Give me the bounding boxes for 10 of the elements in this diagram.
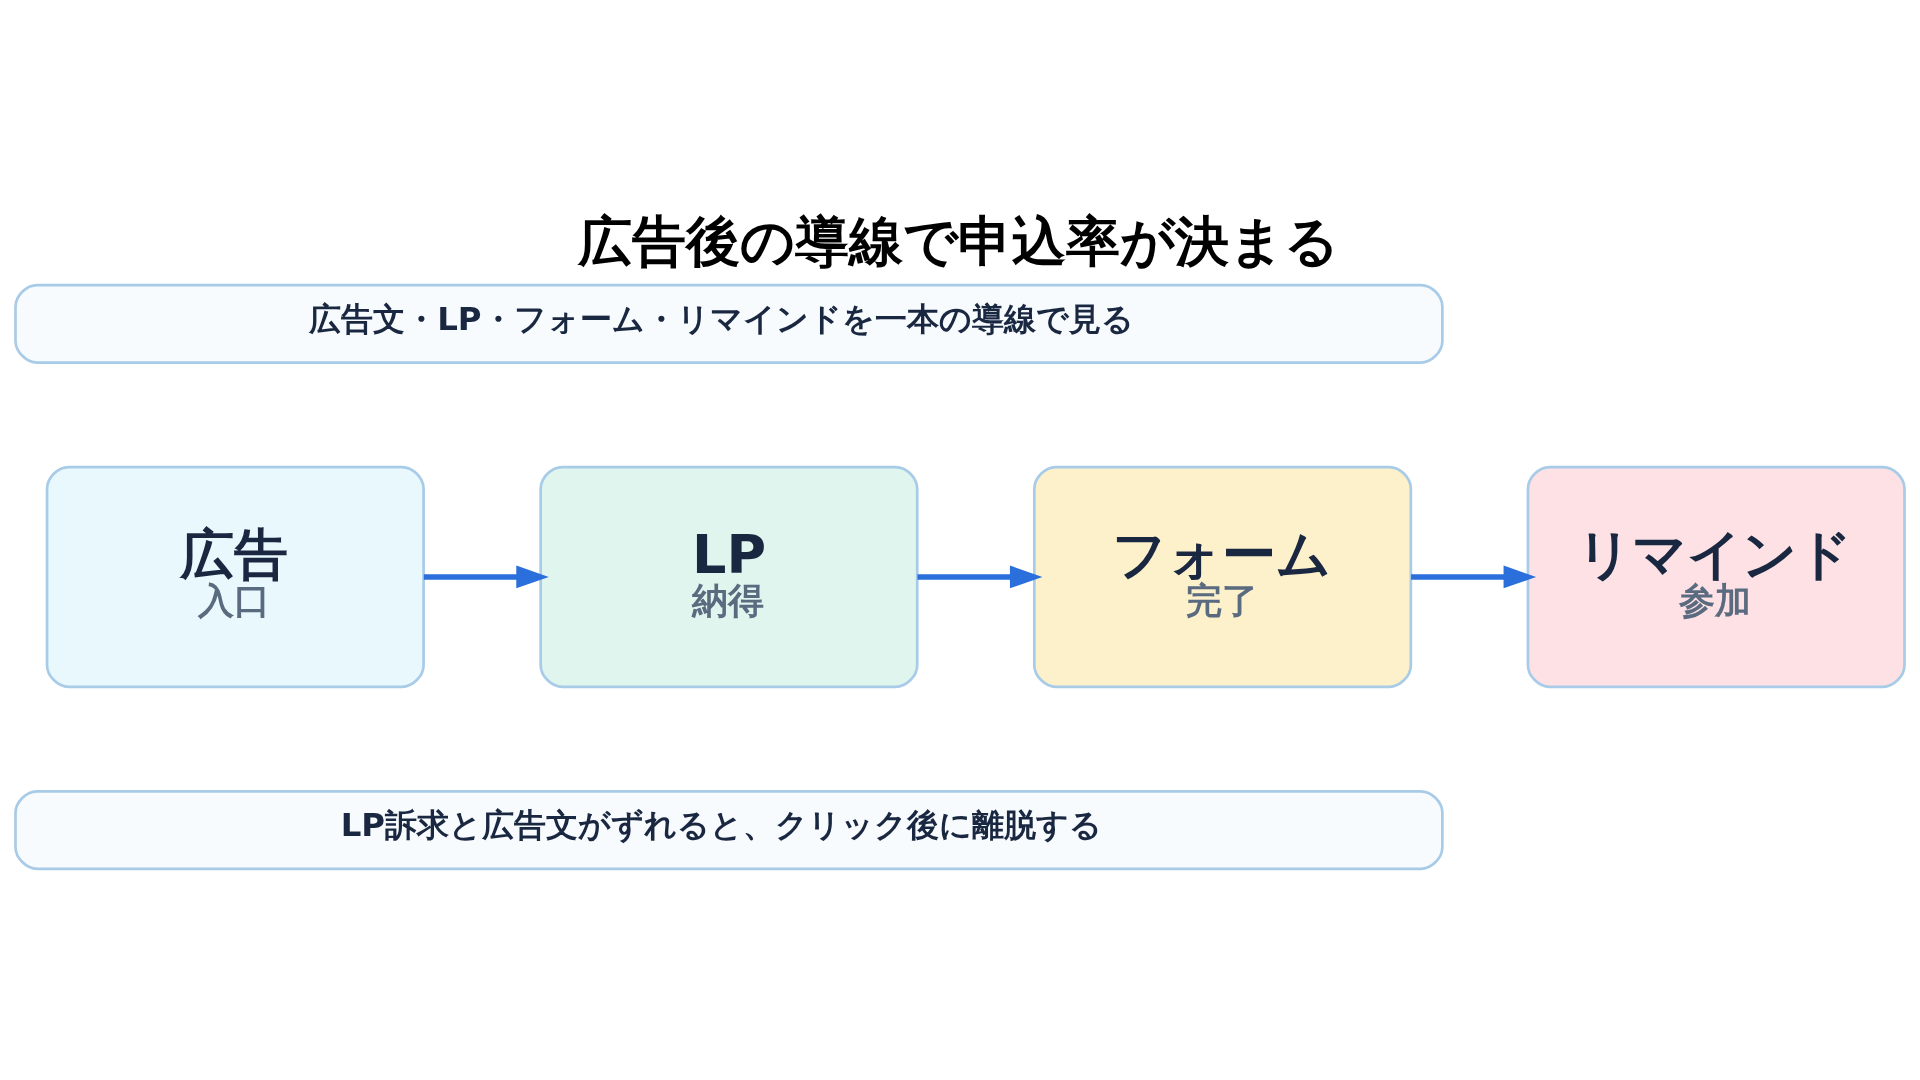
- node-box: リマインド 参加: [1526, 465, 1906, 689]
- arrow: [423, 565, 549, 589]
- arrow: [917, 565, 1043, 589]
- node-box: フォーム 完了: [1032, 465, 1413, 689]
- node-box: 広告 入口: [45, 465, 425, 689]
- node-box: 広告文・LP・フォーム・リマインドを一本の導線で見る: [14, 283, 1444, 364]
- node-box: LP 納得: [539, 465, 919, 689]
- node-box: LP訴求と広告文がずれると、クリック後に離脱する: [14, 789, 1444, 871]
- diagram-title: 広告後の導線で申込率が決まる: [578, 209, 1340, 273]
- arrow: [1411, 565, 1537, 589]
